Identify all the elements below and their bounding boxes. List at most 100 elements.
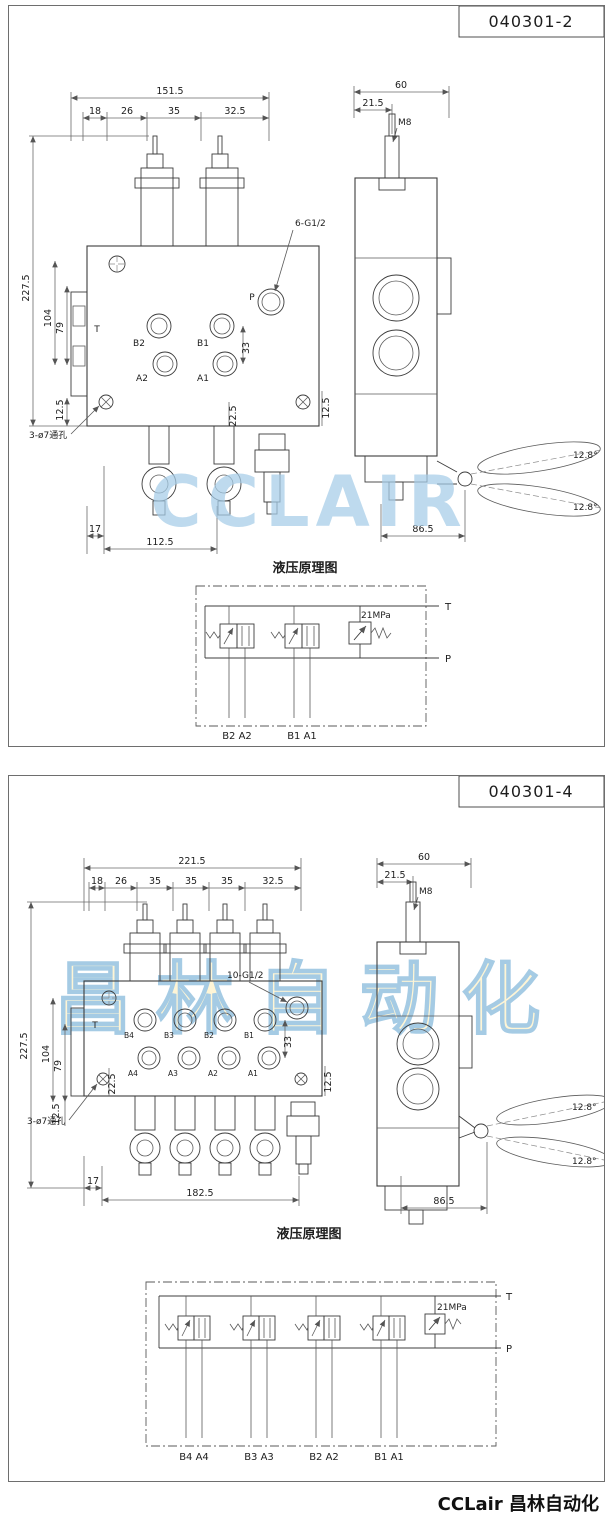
side-dim-offset: 21.5 xyxy=(362,98,383,109)
dim-79: 79 xyxy=(55,322,66,334)
dim-bottom-width: 182.5 xyxy=(186,1188,213,1199)
return-caps xyxy=(129,1095,281,1176)
directional-valve-symbol-2 xyxy=(270,606,320,718)
dim-26: 26 xyxy=(115,876,127,887)
port-circles xyxy=(133,1008,281,1070)
drawing-number-box: 040301-2 xyxy=(458,6,604,38)
hole-note: 3-ø7通孔 xyxy=(27,1116,65,1127)
side-dim-depth: 86.5 xyxy=(433,1196,454,1207)
mounting-hole-top-left xyxy=(101,990,117,1006)
schematic-group-b1a1: B1 A1 xyxy=(374,1452,404,1463)
dim-104: 104 xyxy=(41,1045,52,1063)
port-a1-label: A1 xyxy=(248,1069,258,1078)
side-view: 60 21.5 M8 xyxy=(376,852,604,1225)
dim-total-width: 151.5 xyxy=(156,86,183,97)
dim-12-5-right: 12.5 xyxy=(321,397,332,418)
directional-valve-symbol-4 xyxy=(359,1296,406,1438)
dim-32-5: 32.5 xyxy=(224,106,245,117)
drawing-040301-4: 040301-4 昌林自动化 221.5 xyxy=(19,776,604,1463)
front-view: 151.5 18 26 35 32.5 227.5 xyxy=(21,86,332,554)
port-p-circle xyxy=(257,288,285,316)
relief-valve-front xyxy=(254,433,290,515)
relief-valve-symbol xyxy=(424,1296,462,1348)
handle-assembly xyxy=(436,441,602,517)
directional-valve-symbol-1 xyxy=(205,606,255,718)
dim-17: 17 xyxy=(89,524,101,535)
screw-bottom-right xyxy=(295,394,311,410)
dim-35: 35 xyxy=(168,106,180,117)
schematic: 液压原理图 T P 21MPa xyxy=(195,560,452,742)
dim-17: 17 xyxy=(87,1176,99,1187)
port-a1-label: A1 xyxy=(197,374,209,384)
schematic: 液压原理图 T P 21MPa xyxy=(145,1226,513,1463)
schematic-group-b2a2: B2 A2 xyxy=(222,731,252,742)
schematic-group-b1a1: B1 A1 xyxy=(287,731,317,742)
port-b3-label: B3 xyxy=(164,1031,174,1040)
port-a2-label: A2 xyxy=(208,1069,218,1078)
dim-32-5: 32.5 xyxy=(262,876,283,887)
mounting-hole-top-left xyxy=(108,255,126,273)
front-view: 221.5 18 26 35 35 35 32.5 xyxy=(19,856,334,1206)
port-p-label: P xyxy=(249,293,255,303)
port-b1-label: B1 xyxy=(244,1031,254,1040)
schematic-t-label: T xyxy=(444,602,452,613)
dim-18: 18 xyxy=(91,876,103,887)
port-t-label: T xyxy=(91,1021,98,1031)
dim-35a: 35 xyxy=(149,876,161,887)
handle-assembly xyxy=(458,1094,604,1168)
dim-18: 18 xyxy=(89,106,101,117)
side-dim-depth: 86.5 xyxy=(412,524,433,535)
dim-12-5-right: 12.5 xyxy=(323,1071,334,1092)
port-circles xyxy=(146,313,238,377)
schematic-t-label: T xyxy=(505,1292,513,1303)
watermark-cclair: CCLAIR xyxy=(150,461,467,543)
drawing-040301-2: 040301-2 151.5 18 26 35 xyxy=(21,6,604,742)
dim-35b: 35 xyxy=(185,876,197,887)
side-dim-width: 60 xyxy=(418,852,430,863)
dim-22-5: 22.5 xyxy=(107,1073,118,1094)
dim-total-width: 221.5 xyxy=(178,856,205,867)
relief-valve-front xyxy=(286,1101,320,1175)
panel-040301-2: 040301-2 151.5 18 26 35 xyxy=(8,5,605,747)
directional-valve-symbol-2 xyxy=(229,1296,276,1438)
drawing-number: 040301-2 xyxy=(488,12,573,31)
schematic-p-label: P xyxy=(506,1344,512,1355)
valve-body-outline xyxy=(70,980,323,1097)
angle-down-label: 12.8° xyxy=(572,1157,597,1167)
schematic-group-b4a4: B4 A4 xyxy=(179,1452,209,1463)
return-cap-2 xyxy=(206,425,242,516)
directional-valve-symbol-3 xyxy=(294,1296,341,1438)
side-dim-offset: 21.5 xyxy=(384,870,405,881)
angle-up-label: 12.8° xyxy=(573,451,598,461)
schematic-title: 液压原理图 xyxy=(276,1226,341,1242)
thread-m8: M8 xyxy=(419,887,433,897)
dim-12-5-left: 12.5 xyxy=(51,1103,62,1124)
relief-valve-symbol xyxy=(348,606,392,658)
screw-bottom-left xyxy=(98,394,114,410)
drawing-number-box: 040301-4 xyxy=(458,776,604,808)
thread-note: 10-G1/2 xyxy=(227,971,264,981)
screw-bottom-left xyxy=(96,1072,110,1086)
panel-040301-4: 040301-4 昌林自动化 221.5 xyxy=(8,775,605,1482)
hole-note: 3-ø7通孔 xyxy=(29,430,67,441)
dim-33: 33 xyxy=(241,342,252,354)
dim-35c: 35 xyxy=(221,876,233,887)
port-a3-label: A3 xyxy=(168,1069,178,1078)
valve-body-outline xyxy=(70,245,320,427)
thread-m8: M8 xyxy=(398,118,412,128)
port-t-label: T xyxy=(93,325,100,335)
angle-down-label: 12.8° xyxy=(573,503,598,513)
dim-bottom-width: 112.5 xyxy=(146,537,173,548)
dim-22-5: 22.5 xyxy=(228,405,239,426)
dim-26: 26 xyxy=(121,106,133,117)
dim-79: 79 xyxy=(53,1060,64,1072)
dim-total-height: 227.5 xyxy=(19,1032,30,1059)
dim-total-height: 227.5 xyxy=(21,274,32,301)
port-b2-label: B2 xyxy=(133,339,145,349)
spool-tower-2 xyxy=(199,135,245,247)
return-cap-1 xyxy=(141,425,177,516)
port-p-circle xyxy=(285,996,309,1020)
pressure-label: 21MPa xyxy=(437,1303,467,1313)
brand-footer: CCLair 昌林自动化 xyxy=(437,1494,599,1515)
